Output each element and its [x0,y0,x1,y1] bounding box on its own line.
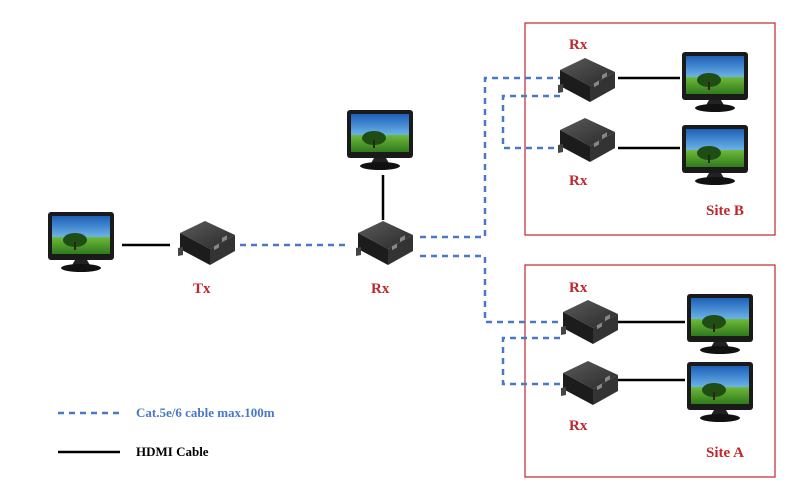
source-monitor-icon [48,212,114,272]
cat-cable-to-site-b-bottom [501,94,560,150]
site-a-rx-top-extender-icon [561,300,618,344]
cat-cables [240,76,560,386]
site-a-monitor-bottom-icon [687,362,753,422]
site-b-monitor-bottom-icon [682,125,748,185]
site-b-monitor-top-icon [682,52,748,112]
hdmi-cables [122,76,685,382]
tx-extender-icon [178,221,235,265]
site-a-rx-bottom-extender-icon [561,361,618,405]
tx-label: Tx [193,281,211,297]
legend-cat-label: Cat.5e/6 cable max.100m [136,405,275,420]
site-a-monitor-top-icon [687,294,753,354]
rx-site-a-bottom-label: Rx [569,418,588,434]
rx-site-a-top-label: Rx [569,280,588,296]
site-b-label: Site B [706,203,744,219]
center-monitor-icon [347,110,413,170]
site-a-box [524,264,776,478]
legend-hdmi-label: HDMI Cable [136,444,209,459]
cat-cable-to-site-a-bottom [501,336,560,386]
site-b-rx-bottom-extender-icon [558,118,615,162]
cat-cable-to-site-a-top [420,254,560,324]
cat-cable-to-site-b-top [420,76,560,239]
site-b-rx-top-extender-icon [558,58,615,102]
rx-site-b-top-label: Rx [569,37,588,53]
rx-site-b-bottom-label: Rx [569,173,588,189]
center-rx-extender-icon [356,221,413,265]
site-b-box [524,22,776,236]
rx-center-label: Rx [371,281,390,297]
site-a-label: Site A [706,445,744,461]
